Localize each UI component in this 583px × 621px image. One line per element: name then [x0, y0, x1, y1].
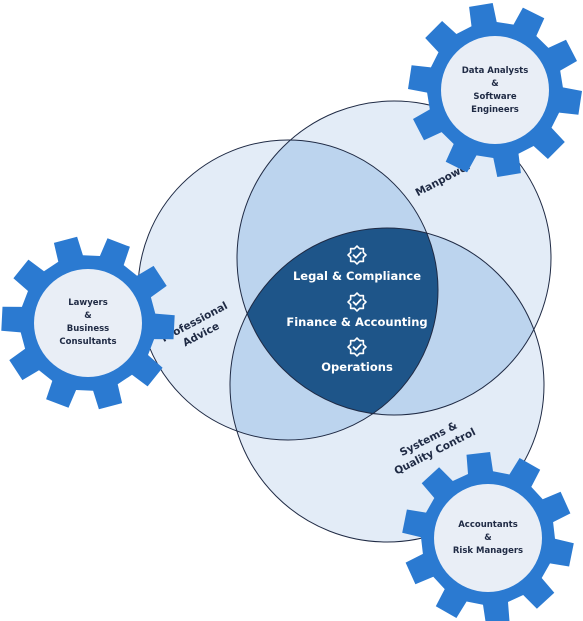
svg-text:Lawyers: Lawyers [68, 298, 108, 308]
gear-accountants [402, 452, 574, 621]
svg-text:&: & [84, 311, 92, 321]
gear-text-accountants: Accountants & Risk Managers [453, 520, 523, 556]
gear-data-analysts [408, 3, 582, 177]
gear-center [441, 36, 549, 144]
svg-text:Business: Business [67, 324, 109, 334]
svg-text:Software: Software [473, 92, 517, 102]
core-item-operations: Operations [321, 360, 393, 374]
svg-text:Data Analysts: Data Analysts [462, 66, 529, 76]
svg-text:Accountants: Accountants [458, 520, 518, 530]
svg-text:Risk Managers: Risk Managers [453, 546, 523, 556]
svg-text:&: & [491, 79, 499, 89]
gear-text-data-analysts: Data Analysts & Software Engineers [462, 66, 529, 115]
gear-lawyers [1, 236, 175, 410]
core-item-finance: Finance & Accounting [286, 315, 427, 329]
svg-text:&: & [484, 533, 492, 543]
gear-center [434, 484, 542, 592]
svg-text:Engineers: Engineers [471, 105, 519, 115]
core-region [237, 228, 438, 415]
gear-center [34, 269, 142, 377]
core-item-legal: Legal & Compliance [293, 269, 421, 283]
svg-text:Consultants: Consultants [59, 337, 116, 347]
gear-text-lawyers: Lawyers & Business Consultants [59, 298, 116, 347]
